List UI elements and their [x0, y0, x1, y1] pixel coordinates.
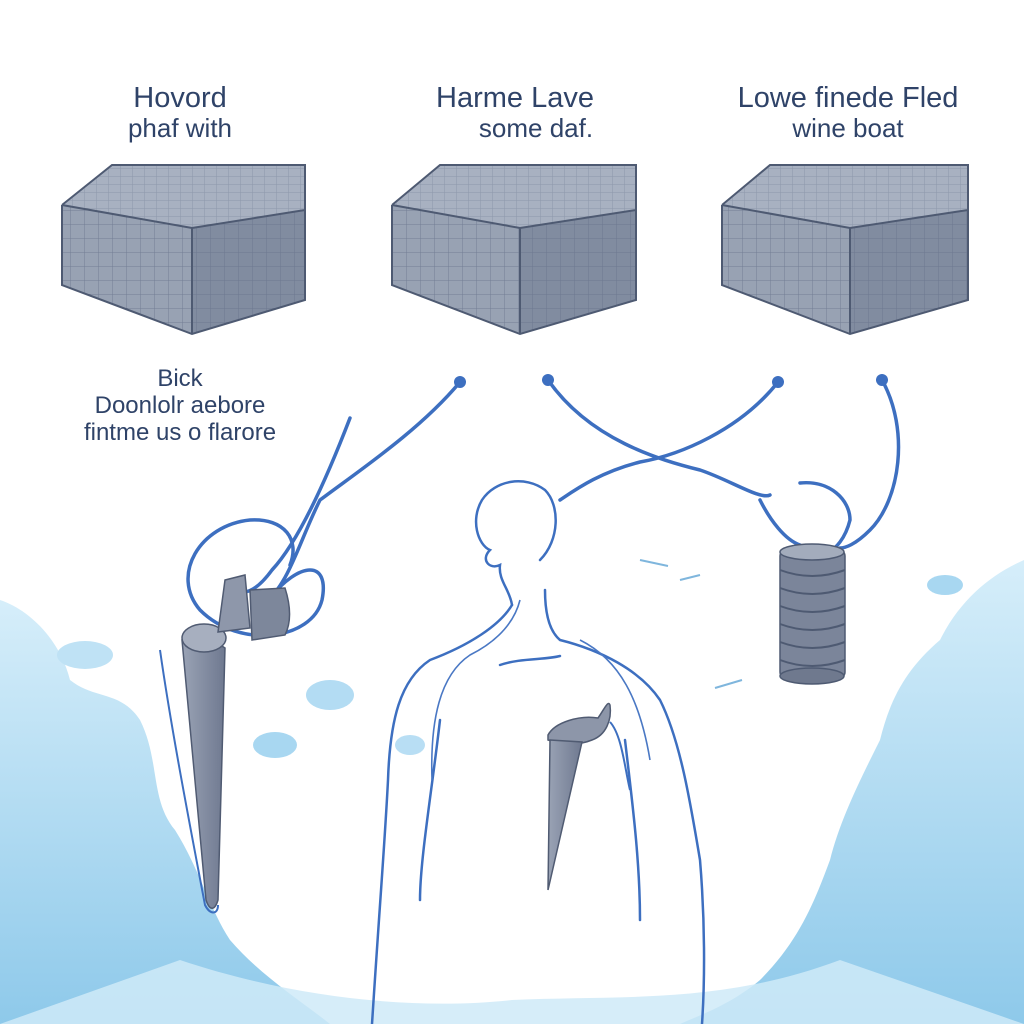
grid-box-right — [721, 164, 969, 336]
splash-drop-icon — [306, 680, 354, 710]
label-top-center-line2: some daf. — [478, 113, 594, 144]
label-top-left-line2: phaf with — [127, 113, 233, 144]
label-mid-left-line1: Bick — [157, 365, 203, 392]
water-splash — [0, 559, 1024, 1024]
implant-head-icon — [181, 623, 227, 653]
connector-curve — [558, 380, 780, 502]
splash-drop-icon — [927, 575, 963, 595]
implant-neck-icon — [217, 574, 251, 633]
label-top-right-line2: wine boat — [792, 113, 904, 144]
endpoint-dot-icon — [542, 374, 554, 386]
grid-box-left — [61, 164, 306, 336]
connector-loop — [186, 518, 325, 638]
connector-curve — [798, 481, 852, 554]
endpoint-dot-icon — [876, 374, 888, 386]
label-top-right: Lowe finede Fled wine boat — [706, 82, 990, 144]
endpoint-dot-icon — [454, 376, 466, 388]
label-mid-left-line3: fintme us o flarore — [83, 418, 277, 446]
splash-drop-icon — [395, 735, 425, 755]
connector-endpoints — [454, 374, 888, 388]
human-silhouette-icon — [370, 480, 706, 1024]
splash-drop-icon — [253, 732, 297, 758]
connector-curve — [758, 498, 802, 547]
connector-curve — [838, 378, 901, 550]
splash-right-icon — [680, 560, 1024, 1024]
splash-base-icon — [0, 960, 1024, 1024]
small-implant-icon — [547, 702, 631, 891]
implant-cup-icon — [249, 587, 291, 641]
human-silhouette-inner — [430, 599, 651, 781]
label-top-left-line1: Hovord — [133, 82, 227, 114]
coiled-spring-icon — [779, 543, 846, 685]
joint-implant-icon — [159, 574, 291, 914]
grid-box-center — [391, 164, 637, 336]
connector-lines — [186, 378, 901, 638]
connector-curve — [266, 380, 462, 602]
label-mid-left: Bick Doonlolr aebore fintme us o flarore — [52, 365, 308, 447]
label-mid-left-line2: Doonlolr aebore — [94, 391, 266, 419]
splash-stroke-icon — [639, 559, 743, 689]
label-top-left: Hovord phaf with — [80, 82, 280, 144]
endpoint-dot-icon — [772, 376, 784, 388]
splash-drop-icon — [57, 641, 113, 669]
splash-left-icon — [0, 600, 330, 1024]
connector-curve — [546, 378, 772, 498]
label-top-right-line1: Lowe finede Fled — [737, 82, 959, 114]
label-top-center-line1: Harme Lave — [436, 82, 594, 114]
label-top-center: Harme Lave some daf. — [410, 82, 620, 144]
